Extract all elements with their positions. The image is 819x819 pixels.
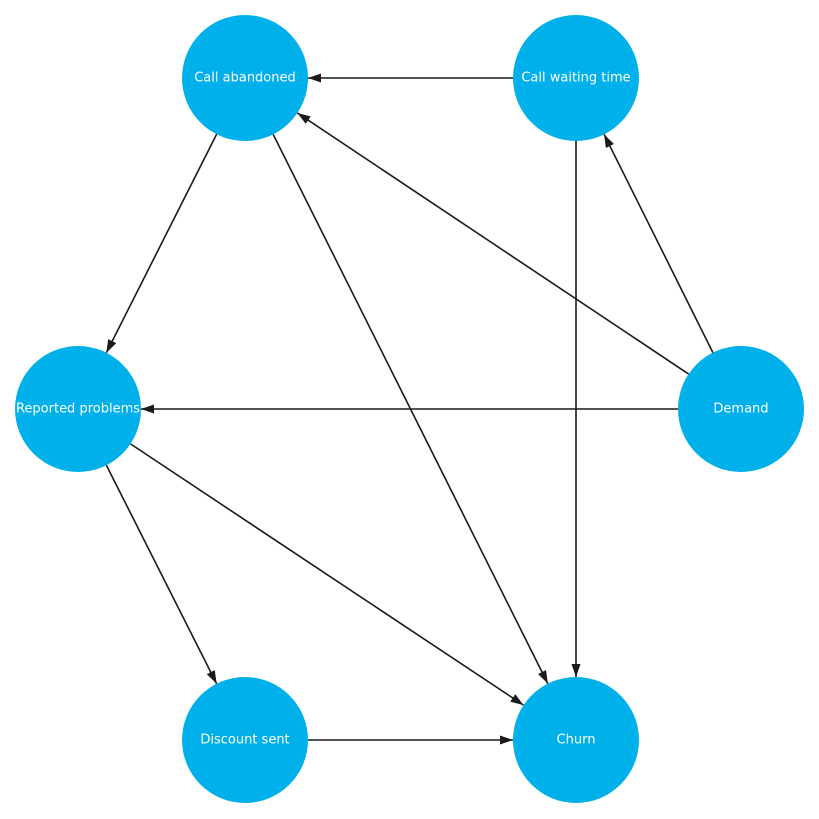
- edge-demand-to-call-abandoned: [296, 112, 690, 375]
- node-label-reported-problems: Reported problems: [16, 402, 140, 417]
- node-label-demand: Demand: [713, 402, 768, 417]
- node-label-call-abandoned: Call abandoned: [194, 71, 296, 86]
- node-churn: [513, 677, 639, 803]
- node-call-waiting-time: [513, 15, 639, 141]
- node-call-abandoned: [182, 15, 308, 141]
- edge-call-abandoned-to-churn: [272, 133, 549, 685]
- edge-reported-problems-to-churn: [130, 443, 524, 706]
- node-label-discount-sent: Discount sent: [200, 733, 289, 748]
- edge-reported-problems-to-discount-sent: [105, 464, 218, 685]
- node-label-churn: Churn: [557, 733, 596, 748]
- node-demand: [678, 346, 804, 472]
- edge-call-abandoned-to-reported-problems: [105, 133, 218, 354]
- node-reported-problems: [15, 346, 141, 472]
- node-label-call-waiting-time: Call waiting time: [521, 71, 630, 86]
- edge-demand-to-call-waiting-time: [603, 134, 714, 353]
- node-discount-sent: [182, 677, 308, 803]
